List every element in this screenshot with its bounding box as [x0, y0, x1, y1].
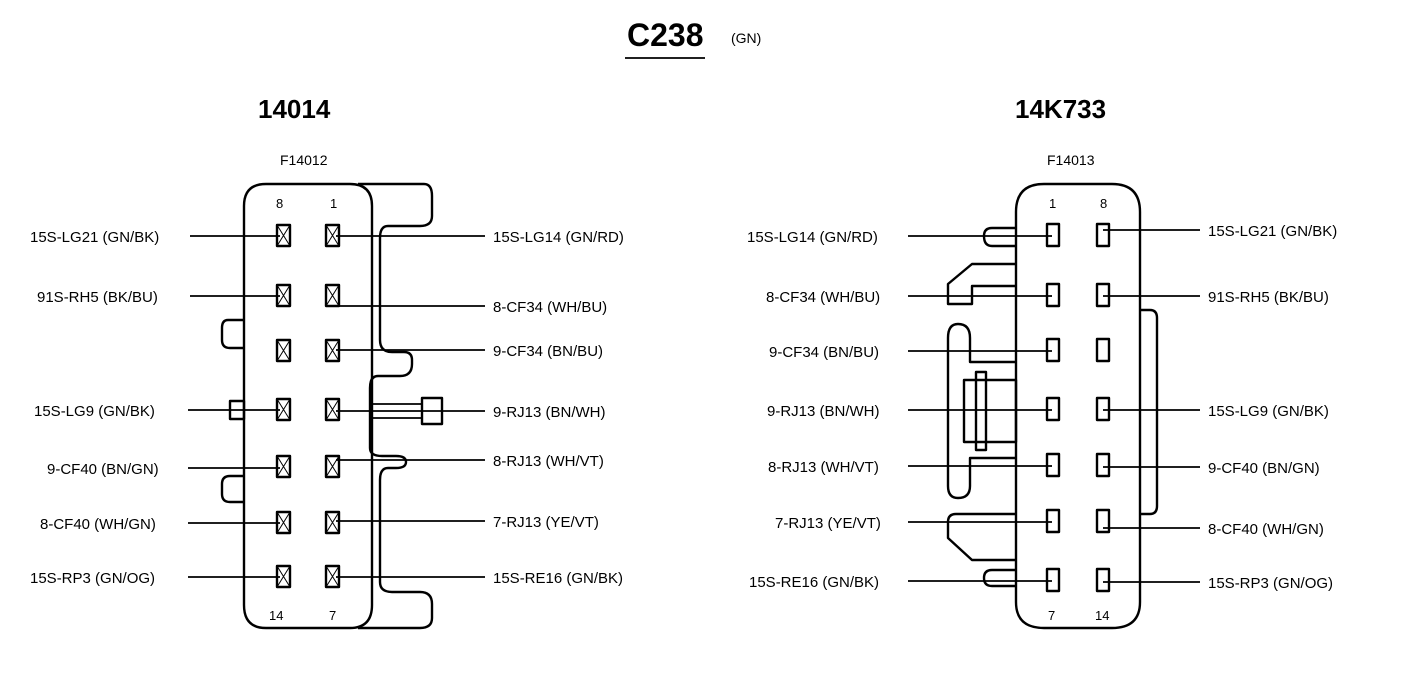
- pin-cavity: [1045, 396, 1061, 422]
- pin-cavity: [324, 510, 341, 535]
- right-latch-tab-top: [982, 226, 1016, 248]
- left-connector: 14014 F14012 8 1 14 7: [30, 94, 624, 630]
- right-pin-number-8: 8: [1100, 196, 1107, 211]
- pin-cavity: [1095, 396, 1111, 422]
- left-part-number: 14014: [258, 94, 331, 124]
- right-pin-number-7: 7: [1048, 608, 1055, 623]
- right-center-lock-bar: [974, 370, 988, 452]
- pin-cavity: [1045, 222, 1061, 248]
- wire-label: 9-CF40 (BN/GN): [1208, 460, 1320, 477]
- wire-label: 9-CF34 (BN/BU): [769, 344, 879, 361]
- left-connector-latch-housing: [358, 182, 434, 630]
- right-connector: 14K733 F14013 1 8 7 14: [747, 94, 1337, 630]
- pin-cavity: [324, 454, 341, 479]
- pin-cavity: [1045, 567, 1061, 593]
- wire-label: 15S-LG14 (GN/RD): [747, 229, 878, 246]
- left-connector-right-wires: 15S-LG14 (GN/RD) 8-CF34 (WH/BU) 9-CF34 (…: [336, 229, 624, 587]
- left-pin-number-1: 1: [330, 196, 337, 211]
- wire-label: 15S-RP3 (GN/OG): [1208, 575, 1333, 592]
- pin-cavity: [1045, 508, 1061, 534]
- connector-id: C238: [627, 17, 704, 53]
- wire-label: 9-CF40 (BN/GN): [47, 461, 159, 478]
- pin-cavity: [1095, 452, 1111, 478]
- right-part-number: 14K733: [1015, 94, 1106, 124]
- left-connector-left-wires: 15S-LG21 (GN/BK) 91S-RH5 (BK/BU) 15S-LG9…: [30, 229, 280, 587]
- left-family-code: F14012: [280, 152, 328, 168]
- left-side-tab-upper: [220, 318, 244, 350]
- left-pin-number-7: 7: [329, 608, 336, 623]
- left-pin-number-14: 14: [269, 608, 283, 623]
- right-family-code: F14013: [1047, 152, 1095, 168]
- right-pin-column-b: [1095, 222, 1111, 593]
- right-latch-lower: [946, 512, 1016, 562]
- wire-label: 8-CF40 (WH/GN): [40, 516, 156, 533]
- pin-cavity: [1095, 337, 1111, 363]
- right-connector-left-wires: 15S-LG14 (GN/RD) 8-CF34 (WH/BU) 9-CF34 (…: [747, 229, 1052, 591]
- wire-label: 8-RJ13 (WH/VT): [768, 459, 879, 476]
- wire-label: 15S-RP3 (GN/OG): [30, 570, 155, 587]
- right-connector-right-wires: 15S-LG21 (GN/BK) 91S-RH5 (BK/BU) 15S-LG9…: [1103, 223, 1337, 592]
- right-pin-number-1: 1: [1049, 196, 1056, 211]
- wire-label: 8-CF34 (WH/BU): [493, 299, 607, 316]
- right-latch-center: [946, 322, 1016, 500]
- pin-cavity: [324, 397, 341, 422]
- right-latch-upper: [946, 262, 1016, 306]
- connector-color: (GN): [731, 30, 761, 46]
- right-latch-tab-bottom: [982, 568, 1016, 588]
- wire-label: 9-RJ13 (BN/WH): [493, 404, 606, 421]
- right-pin-column-a: [1045, 222, 1061, 593]
- pin-cavity: [1095, 567, 1111, 593]
- right-side-rail: [1140, 308, 1159, 516]
- left-side-tab-lower: [220, 474, 244, 504]
- right-connector-body: [1014, 182, 1142, 630]
- pin-cavity: [275, 338, 292, 363]
- right-pin-number-14: 14: [1095, 608, 1109, 623]
- pin-cavity: [1045, 452, 1061, 478]
- pin-cavity: [275, 454, 292, 479]
- wire-label: 7-RJ13 (YE/VT): [775, 515, 881, 532]
- wire-label: 8-CF34 (WH/BU): [766, 289, 880, 306]
- wire-label: 91S-RH5 (BK/BU): [37, 289, 158, 306]
- left-pin-column-a: [275, 223, 292, 589]
- pin-cavity: [1095, 222, 1111, 248]
- wire-label: 9-CF34 (BN/BU): [493, 343, 603, 360]
- left-pin-column-b: [324, 223, 341, 589]
- pin-cavity: [1045, 282, 1061, 308]
- wire-label: 15S-LG9 (GN/BK): [34, 403, 155, 420]
- pin-cavity: [324, 283, 341, 308]
- wire-label: 15S-RE16 (GN/BK): [749, 574, 879, 591]
- pin-cavity: [1045, 337, 1061, 363]
- left-pin-number-8: 8: [276, 196, 283, 211]
- pin-cavity: [1095, 508, 1111, 534]
- wire-label: 15S-LG9 (GN/BK): [1208, 403, 1329, 420]
- wire-label: 15S-LG21 (GN/BK): [30, 229, 159, 246]
- wire-label: 91S-RH5 (BK/BU): [1208, 289, 1329, 306]
- wire-label: 9-RJ13 (BN/WH): [767, 403, 880, 420]
- wire-label: 15S-RE16 (GN/BK): [493, 570, 623, 587]
- wire-label: 15S-LG21 (GN/BK): [1208, 223, 1337, 240]
- left-connector-body: [242, 182, 374, 630]
- wire-label: 8-RJ13 (WH/VT): [493, 453, 604, 470]
- wire-label: 7-RJ13 (YE/VT): [493, 514, 599, 531]
- pin-cavity: [1095, 282, 1111, 308]
- wire-label: 8-CF40 (WH/GN): [1208, 521, 1324, 538]
- wire-label: 15S-LG14 (GN/RD): [493, 229, 624, 246]
- right-center-lock: [962, 378, 1018, 444]
